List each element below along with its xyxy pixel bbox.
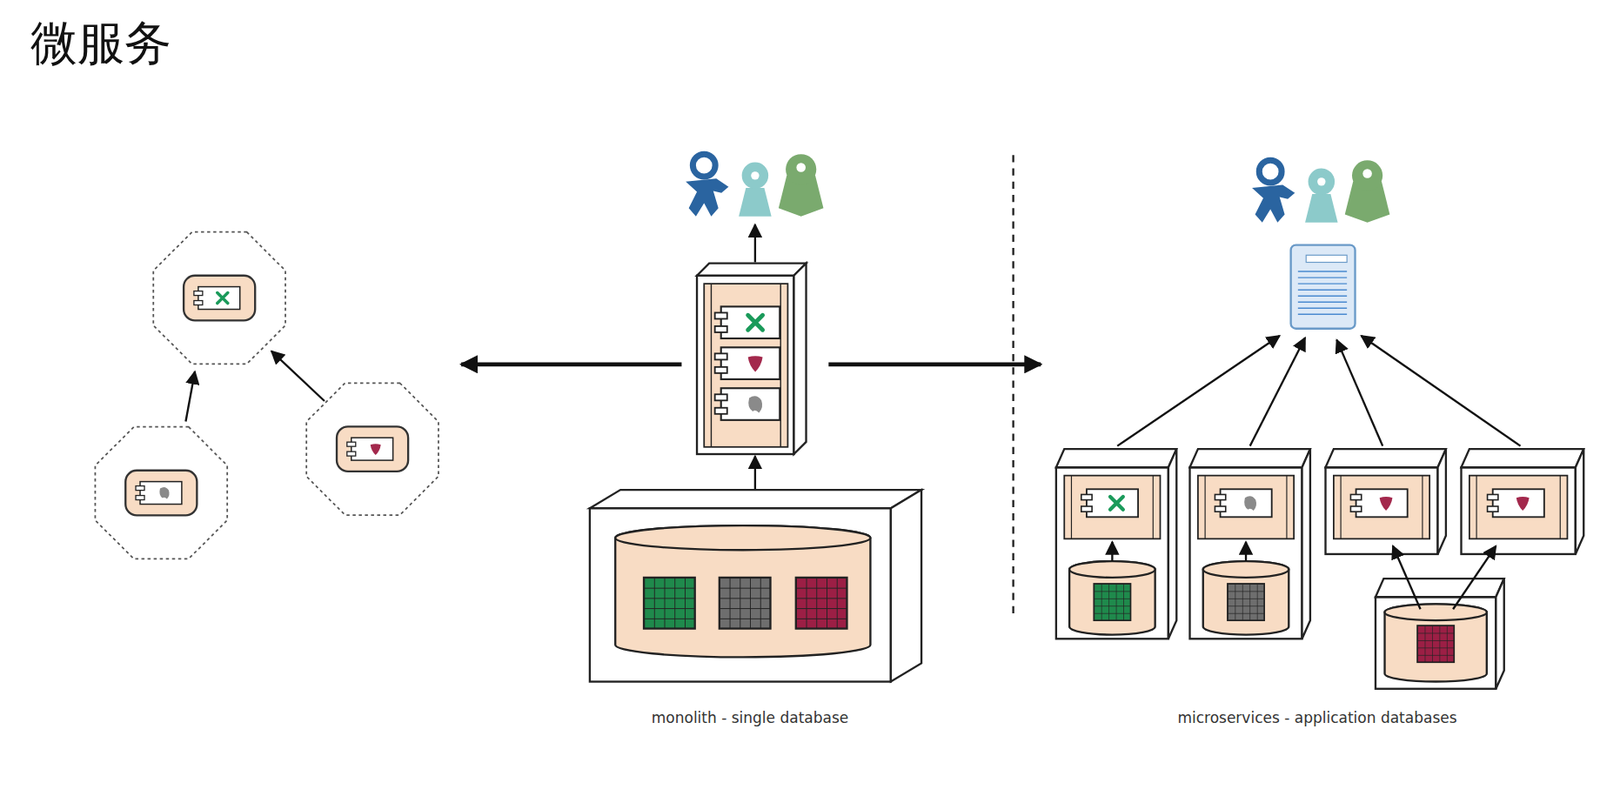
- microservices: [1069, 561, 1156, 635]
- microservices: [1081, 488, 1139, 517]
- microservices: [1375, 596, 1496, 690]
- microservices: [1198, 475, 1294, 540]
- microservices: [1421, 475, 1423, 540]
- microservices: [1438, 448, 1447, 555]
- single-database: [719, 577, 771, 630]
- transition-arrows: [828, 361, 1041, 367]
- microservices: [1375, 578, 1505, 597]
- microservices: [1476, 475, 1478, 540]
- single-database: [615, 525, 871, 550]
- microservices: [1361, 335, 1521, 447]
- single-database: [890, 489, 922, 682]
- api-document: [1291, 245, 1356, 329]
- microservices: [1469, 475, 1568, 540]
- service-pods: [271, 351, 325, 402]
- transition-arrows: [461, 361, 682, 367]
- microservices: [1093, 583, 1131, 621]
- monolith-server: [696, 263, 806, 276]
- single-database: [796, 577, 848, 630]
- microservices: [1190, 467, 1303, 639]
- microservices: [1117, 335, 1279, 447]
- microservices: [1285, 475, 1287, 540]
- monolith-server: [754, 455, 757, 490]
- monolith-server: [715, 347, 781, 380]
- single-database: [589, 489, 922, 509]
- service-pods: [135, 482, 182, 505]
- microservices: [1111, 542, 1113, 562]
- api-document: [1291, 245, 1356, 329]
- microservices: [1559, 475, 1561, 540]
- service-pods: [153, 232, 286, 365]
- microservices: [1064, 475, 1160, 540]
- microservices: [1205, 475, 1206, 540]
- microservices: [1487, 488, 1545, 517]
- service-pods: [183, 275, 255, 322]
- single-database: [589, 508, 891, 682]
- microservices: [1333, 475, 1430, 540]
- monolith-server: [793, 263, 806, 455]
- microservices: [1385, 603, 1487, 621]
- microservices: [1302, 448, 1311, 639]
- microservices: [1152, 475, 1154, 540]
- microservices: [1385, 603, 1487, 682]
- monolith-server: [703, 283, 788, 448]
- microservices: [1056, 467, 1169, 639]
- api-document: [1298, 271, 1347, 315]
- microservices: [1190, 448, 1311, 468]
- service-pods: [347, 437, 394, 461]
- monolith-server: [715, 306, 781, 339]
- divider-line: [1011, 154, 1014, 617]
- service-pods: [94, 427, 228, 560]
- single-database: [643, 577, 696, 630]
- microservices: [1227, 583, 1265, 621]
- service-pods: [336, 426, 409, 472]
- monolith-server: [696, 275, 794, 455]
- microservices: [1340, 475, 1342, 540]
- monolith-server: [685, 153, 824, 490]
- microservices: [1251, 160, 1390, 223]
- microservices: [1392, 546, 1421, 610]
- microservices: [1460, 448, 1584, 468]
- single-database: [589, 489, 922, 682]
- monolith-server: [685, 153, 824, 217]
- service-pods: [185, 371, 195, 422]
- microservices: [1071, 475, 1072, 540]
- microservices: [1069, 561, 1156, 578]
- monolith-server: [710, 283, 712, 448]
- microservices: [1203, 561, 1290, 578]
- microservices: [1575, 448, 1584, 555]
- microservices: [1056, 160, 1584, 690]
- microservices: [1203, 561, 1290, 635]
- microservices: [1452, 546, 1496, 610]
- microservices: [1214, 488, 1272, 517]
- microservices: [1056, 448, 1177, 468]
- microservices: [1168, 448, 1177, 639]
- microservices: [1325, 467, 1439, 555]
- microservices: [1417, 625, 1454, 663]
- monolith-server: [754, 224, 757, 262]
- monolith-server: [715, 388, 781, 421]
- microservices: [1336, 340, 1383, 447]
- service-pods: [194, 287, 241, 310]
- microservices: [1350, 488, 1407, 517]
- microservices: [1460, 467, 1575, 555]
- service-pods: [306, 382, 439, 516]
- microservices: [1325, 448, 1447, 468]
- microservices: [1245, 542, 1247, 562]
- single-database: [615, 525, 871, 657]
- diagram-caption: monolith - single database: [651, 709, 850, 727]
- page-title: 微服务: [30, 12, 172, 76]
- diagram-caption: microservices - application databases: [1177, 709, 1457, 727]
- api-document: [1305, 254, 1347, 262]
- service-pods: [94, 232, 439, 560]
- microservices: [1495, 578, 1504, 690]
- microservices: [1250, 337, 1306, 446]
- service-pods: [125, 470, 197, 516]
